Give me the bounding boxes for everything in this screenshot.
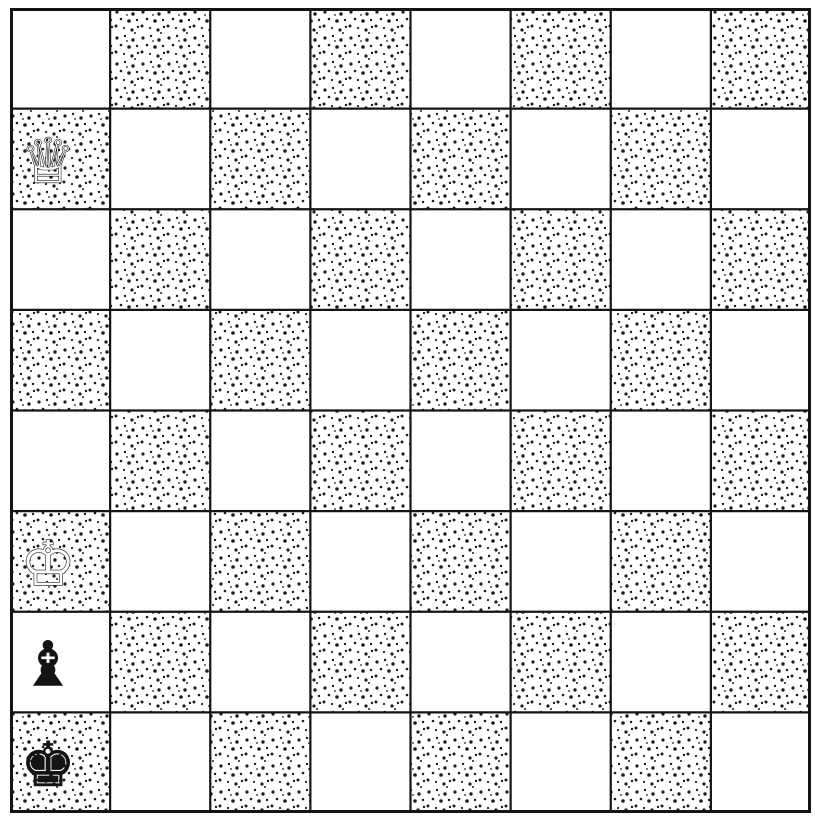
- square-c4[interactable]: [210, 411, 310, 512]
- square-b6[interactable]: [110, 209, 210, 310]
- square-c2[interactable]: [210, 612, 310, 713]
- square-d8[interactable]: [310, 8, 410, 109]
- queen-icon[interactable]: ♕: [20, 124, 76, 197]
- square-h5[interactable]: [711, 310, 811, 411]
- square-e2[interactable]: [411, 612, 511, 713]
- square-g1[interactable]: [611, 712, 711, 813]
- square-e4[interactable]: [411, 411, 511, 512]
- square-a6[interactable]: [10, 209, 110, 310]
- square-f6[interactable]: [511, 209, 611, 310]
- chessboard: ♕ ♔ ♝ ♚: [10, 8, 811, 813]
- square-b8[interactable]: [110, 8, 210, 109]
- square-f5[interactable]: [511, 310, 611, 411]
- square-e6[interactable]: [411, 209, 511, 310]
- chessboard-svg: ♕ ♔ ♝ ♚: [10, 8, 811, 813]
- square-d6[interactable]: [310, 209, 410, 310]
- square-f3[interactable]: [511, 511, 611, 612]
- square-g6[interactable]: [611, 209, 711, 310]
- square-f2[interactable]: [511, 612, 611, 713]
- square-d2[interactable]: [310, 612, 410, 713]
- square-b1[interactable]: [110, 712, 210, 813]
- square-e7[interactable]: [411, 109, 511, 210]
- square-c8[interactable]: [210, 8, 310, 109]
- king-icon[interactable]: ♚: [20, 728, 76, 801]
- square-h4[interactable]: [711, 411, 811, 512]
- square-g3[interactable]: [611, 511, 711, 612]
- square-g2[interactable]: [611, 612, 711, 713]
- square-c6[interactable]: [210, 209, 310, 310]
- square-h6[interactable]: [711, 209, 811, 310]
- square-g4[interactable]: [611, 411, 711, 512]
- square-b4[interactable]: [110, 411, 210, 512]
- king-icon[interactable]: ♔: [20, 527, 76, 600]
- square-e5[interactable]: [411, 310, 511, 411]
- square-b7[interactable]: [110, 109, 210, 210]
- square-h8[interactable]: [711, 8, 811, 109]
- square-a5[interactable]: [10, 310, 110, 411]
- square-e8[interactable]: [411, 8, 511, 109]
- square-f8[interactable]: [511, 8, 611, 109]
- square-e3[interactable]: [411, 511, 511, 612]
- square-a4[interactable]: [10, 411, 110, 512]
- square-f4[interactable]: [511, 411, 611, 512]
- square-b2[interactable]: [110, 612, 210, 713]
- bishop-icon[interactable]: ♝: [20, 628, 76, 701]
- square-d7[interactable]: [310, 109, 410, 210]
- square-h3[interactable]: [711, 511, 811, 612]
- square-c5[interactable]: [210, 310, 310, 411]
- square-f1[interactable]: [511, 712, 611, 813]
- square-c3[interactable]: [210, 511, 310, 612]
- square-h7[interactable]: [711, 109, 811, 210]
- square-c1[interactable]: [210, 712, 310, 813]
- square-g8[interactable]: [611, 8, 711, 109]
- square-f7[interactable]: [511, 109, 611, 210]
- square-d5[interactable]: [310, 310, 410, 411]
- square-d3[interactable]: [310, 511, 410, 612]
- square-b3[interactable]: [110, 511, 210, 612]
- square-g7[interactable]: [611, 109, 711, 210]
- square-h2[interactable]: [711, 612, 811, 713]
- square-d4[interactable]: [310, 411, 410, 512]
- square-h1[interactable]: [711, 712, 811, 813]
- square-g5[interactable]: [611, 310, 711, 411]
- square-c7[interactable]: [210, 109, 310, 210]
- square-e1[interactable]: [411, 712, 511, 813]
- square-a8[interactable]: [10, 8, 110, 109]
- square-b5[interactable]: [110, 310, 210, 411]
- square-d1[interactable]: [310, 712, 410, 813]
